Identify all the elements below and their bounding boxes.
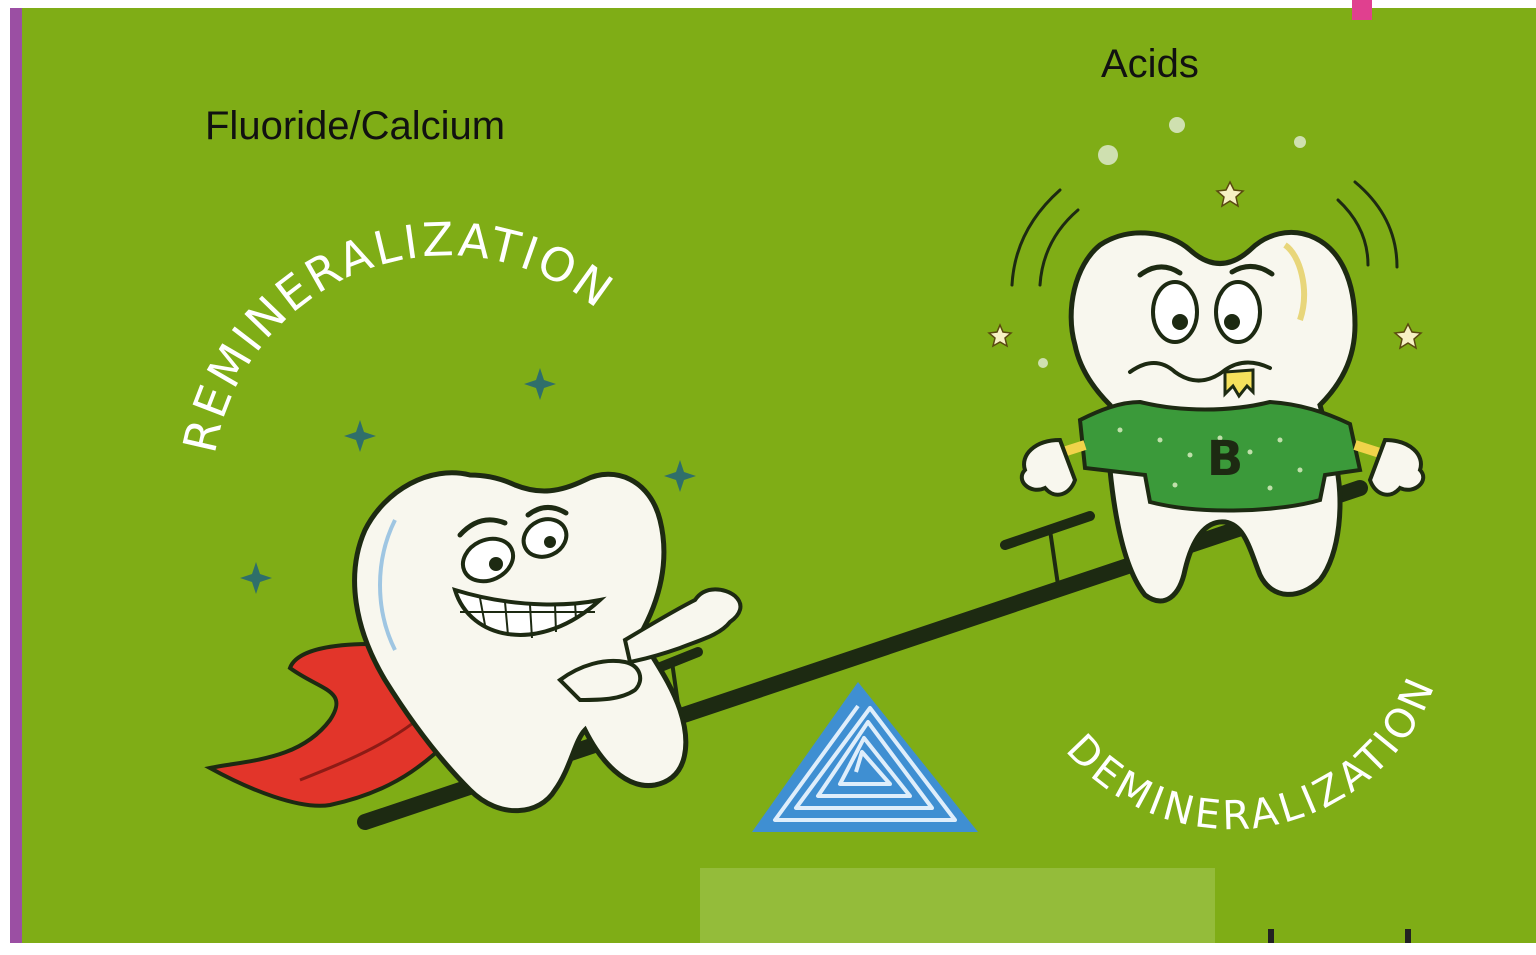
shirt-letter: B	[1207, 431, 1244, 487]
acids-label: Acids	[1101, 42, 1199, 87]
bottom-mark-2	[1405, 929, 1411, 943]
light-patch	[700, 868, 1215, 943]
left-purple-border	[10, 8, 22, 943]
fluoride-calcium-label: Fluoride/Calcium	[205, 104, 505, 149]
corner-pink-mark	[1352, 0, 1372, 20]
bottom-mark-1	[1268, 929, 1274, 943]
